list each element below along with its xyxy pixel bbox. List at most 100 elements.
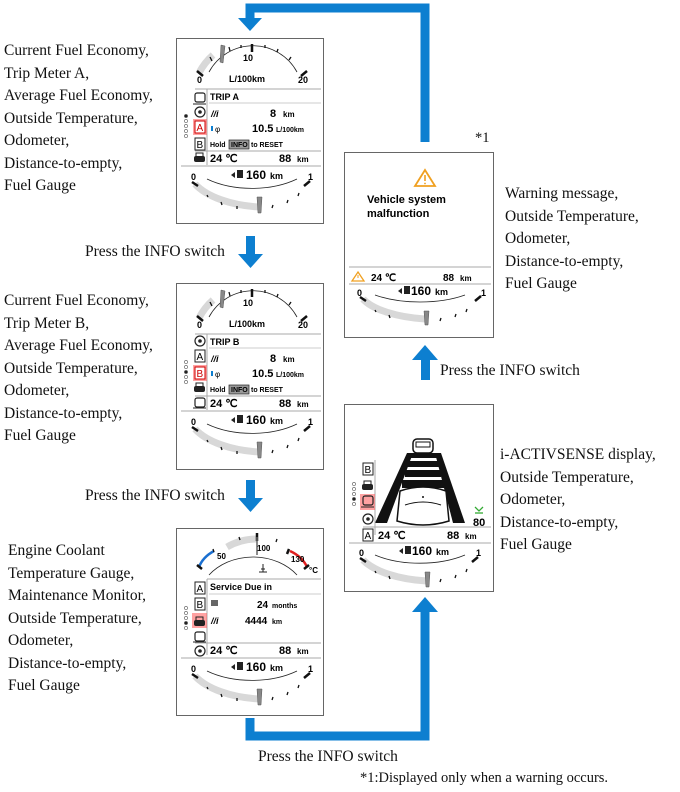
svg-text:20: 20 xyxy=(298,75,308,85)
avg-fuel-economy: 10.5 xyxy=(252,368,273,380)
description-line: Distance-to-empty, xyxy=(4,404,123,422)
svg-text:φ: φ xyxy=(215,125,220,134)
description-line: Maintenance Monitor, xyxy=(8,587,146,604)
description-line: Temperature Gauge, xyxy=(8,564,135,582)
svg-text:0: 0 xyxy=(191,417,196,427)
description-line: Fuel Gauge xyxy=(8,677,80,694)
description-line: Outside Temperature, xyxy=(4,109,138,127)
distance-to-empty: 160 xyxy=(412,544,432,558)
svg-text:km: km xyxy=(270,416,283,426)
svg-text:0: 0 xyxy=(359,548,364,558)
arrowhead-up-icon xyxy=(412,597,438,612)
svg-text:20: 20 xyxy=(298,320,308,330)
svg-text:B: B xyxy=(197,140,204,151)
footnote-marker: *1 xyxy=(475,130,490,146)
svg-text:to RESET: to RESET xyxy=(251,387,284,394)
trip-b-icon: B xyxy=(194,597,206,611)
calendar-icon xyxy=(211,600,218,606)
arrowhead-up-icon xyxy=(412,345,438,360)
set-speed: 80 xyxy=(473,517,485,529)
svg-text:L/100km: L/100km xyxy=(229,319,265,329)
outside-temp: 24 ℃ xyxy=(371,273,396,284)
car-icon xyxy=(362,480,373,490)
car-icon xyxy=(194,152,205,162)
description-line: Average Fuel Economy, xyxy=(4,87,153,104)
lane-car-icon xyxy=(360,494,375,510)
trip-b-icon: B xyxy=(194,137,206,151)
fuel-gauge: 0 1 160 km xyxy=(191,660,313,706)
trip-b-display: 0 10 20 L/100km A B TRIP B //i 8 km φ 10… xyxy=(181,289,321,459)
description-line: Warning message, xyxy=(505,185,619,202)
avg-fuel-economy: 10.5 xyxy=(252,123,273,135)
screen-maintenance: 50 100 130 °C A B Service Due in 24 mont… xyxy=(176,528,324,716)
description-line: Fuel Gauge xyxy=(4,427,76,444)
steering-icon xyxy=(194,645,206,657)
warning-display: Vehicle system malfunction 24 ℃ 88 km 0 … xyxy=(349,168,491,326)
description-line: Odometer, xyxy=(8,632,74,649)
description-trip-b: Current Fuel Economy,Trip Meter B,Averag… xyxy=(4,290,153,448)
trip-a-icon: A xyxy=(194,349,206,363)
outside-temp: 24 ℃ xyxy=(210,645,238,657)
description-line: Distance-to-empty, xyxy=(500,513,619,531)
steering-icon xyxy=(194,335,206,347)
service-months: 24 xyxy=(257,600,269,611)
description-line: Outside Temperature, xyxy=(505,207,639,225)
fuel-gauge: 0 1 160 km xyxy=(191,413,313,459)
lane-car-icon xyxy=(193,631,206,643)
description-line: Current Fuel Economy, xyxy=(4,292,149,309)
description-activsense: i-ACTIVSENSE display,Outside Temperature… xyxy=(500,444,656,557)
coolant-icon xyxy=(259,564,267,573)
odometer: 88 xyxy=(443,273,455,284)
svg-text:B: B xyxy=(197,369,204,380)
info-key: INFO xyxy=(231,142,248,149)
outside-temp: 24 ℃ xyxy=(378,530,406,542)
svg-text:B: B xyxy=(197,600,204,611)
page-indicator xyxy=(184,606,188,630)
press-info-label-1: Press the INFO switch xyxy=(85,243,225,260)
car-icon xyxy=(194,382,205,392)
press-info-label-3: Press the INFO switch xyxy=(258,748,398,765)
lane-graphic xyxy=(375,438,465,526)
description-line: i-ACTIVSENSE display, xyxy=(500,446,656,463)
warning-message-line2: malfunction xyxy=(367,208,430,220)
arrow-b-to-maint xyxy=(246,480,255,500)
info-key: INFO xyxy=(231,387,248,394)
arrow-a-to-b xyxy=(246,236,255,256)
description-line: Distance-to-empty, xyxy=(4,154,123,172)
description-trip-a: Current Fuel Economy,Trip Meter A,Averag… xyxy=(4,40,153,198)
arrowhead-down-icon xyxy=(238,498,263,512)
trip-title: TRIP B xyxy=(210,337,240,347)
maintenance-display: 50 100 130 °C A B Service Due in 24 mont… xyxy=(181,533,321,706)
service-distance: 4444 xyxy=(245,616,268,627)
svg-text:km: km xyxy=(297,155,309,164)
svg-text:A: A xyxy=(197,584,204,595)
description-line: Outside Temperature, xyxy=(8,609,142,627)
speed-assist-icon xyxy=(474,506,484,514)
page-indicator xyxy=(184,114,188,138)
screen-trip-a: 0 10 20 L/100km A B TRIP A //i 8 km φ 10… xyxy=(176,38,324,224)
lane-car-icon xyxy=(193,397,206,409)
svg-text:A: A xyxy=(197,123,204,134)
description-line: Odometer, xyxy=(4,382,70,399)
svg-text://i: //i xyxy=(210,354,219,364)
distance-to-empty: 160 xyxy=(411,284,431,298)
distance-to-empty: 160 xyxy=(246,660,266,674)
svg-text:1: 1 xyxy=(481,288,486,298)
odometer: 88 xyxy=(279,645,291,657)
svg-text:km: km xyxy=(283,355,295,364)
svg-text://i: //i xyxy=(210,616,219,626)
svg-text:0: 0 xyxy=(357,288,362,298)
trip-a-display: 0 10 20 L/100km A B TRIP A //i 8 km φ 10… xyxy=(181,44,321,214)
svg-text:1: 1 xyxy=(308,172,313,182)
description-line: Average Fuel Economy, xyxy=(4,337,153,354)
warning-message-line1: Vehicle system xyxy=(367,194,446,206)
fuel-economy-gauge: 0 10 20 L/100km xyxy=(195,289,308,330)
arrow-activsense-to-warning xyxy=(421,358,430,380)
svg-text:km: km xyxy=(297,400,309,409)
own-car-icon xyxy=(396,486,450,526)
arrowhead-down-icon xyxy=(238,254,263,268)
maintenance-title: Service Due in xyxy=(210,582,272,592)
description-warning: Warning message,Outside Temperature,Odom… xyxy=(505,183,639,296)
svg-text:L/100km: L/100km xyxy=(276,372,304,379)
